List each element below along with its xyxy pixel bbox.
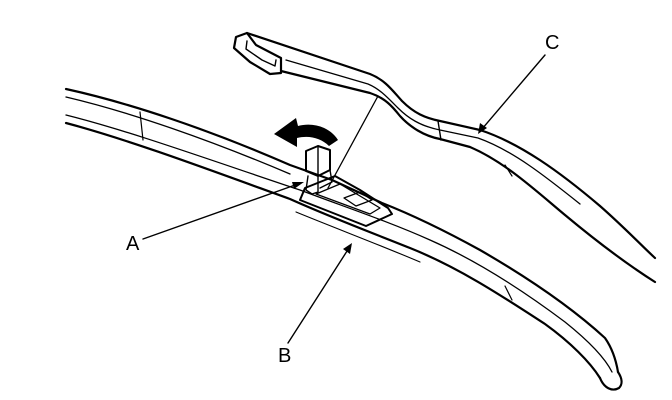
label-b: B — [278, 345, 291, 367]
leader-lines — [142, 54, 546, 344]
curved-arrow-left-icon — [274, 118, 338, 147]
lock-tab — [305, 145, 333, 195]
wiper-blade — [64, 87, 623, 391]
label-a: A — [126, 233, 140, 255]
wiper-arm — [232, 31, 657, 284]
label-c: C — [545, 32, 559, 54]
